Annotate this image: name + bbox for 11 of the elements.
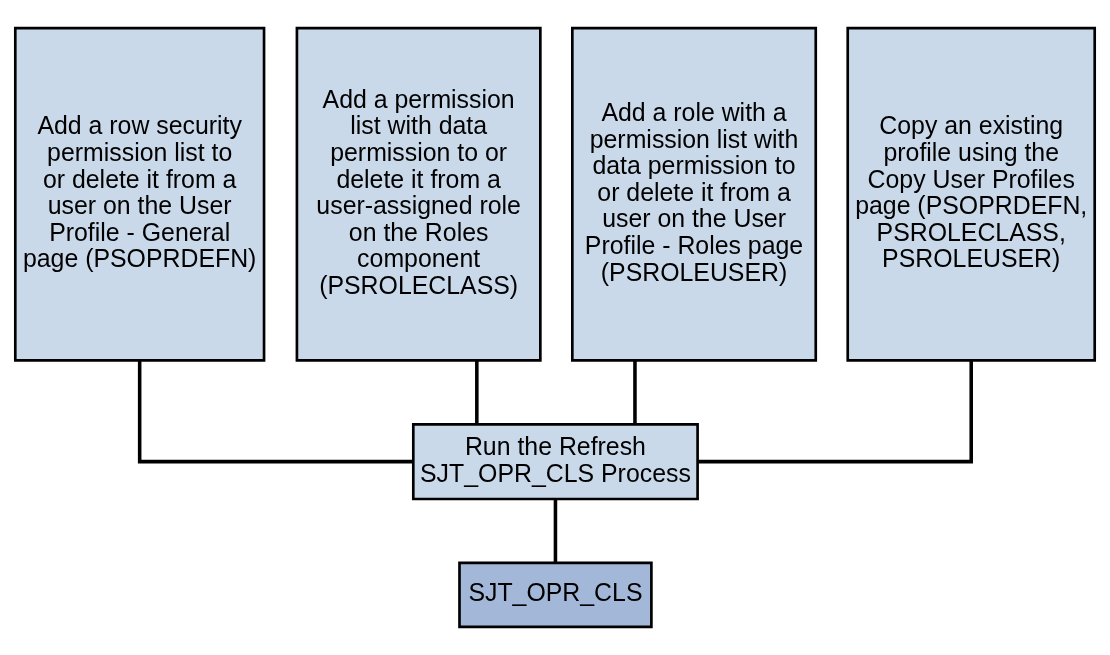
- connector: [697, 360, 973, 464]
- node-box: Add a role with a permission list with data permission to or delete it from a user on the User Profile - Roles page (PSROLEUSER): [571, 26, 818, 362]
- connector: [137, 360, 413, 464]
- node-box: Add a permission list with data permission to or delete it from a user-assigned role on the Roles component (PSROLECLASS): [295, 26, 542, 362]
- connector: [633, 360, 637, 425]
- node-box: Add a row security permission list to or delete it from a user on the User Profile - General page (PSOPRDEFN): [13, 26, 266, 362]
- node-box: Run the Refresh SJT_OPR_CLS Process: [411, 423, 699, 501]
- node-box: Copy an existing profile using the Copy User Profiles page (PSOPRDEFN, PSROLECLASS, PSROLEUSER): [846, 26, 1097, 362]
- connector: [553, 499, 558, 563]
- connector: [475, 360, 479, 425]
- node-box: SJT_OPR_CLS: [458, 561, 653, 629]
